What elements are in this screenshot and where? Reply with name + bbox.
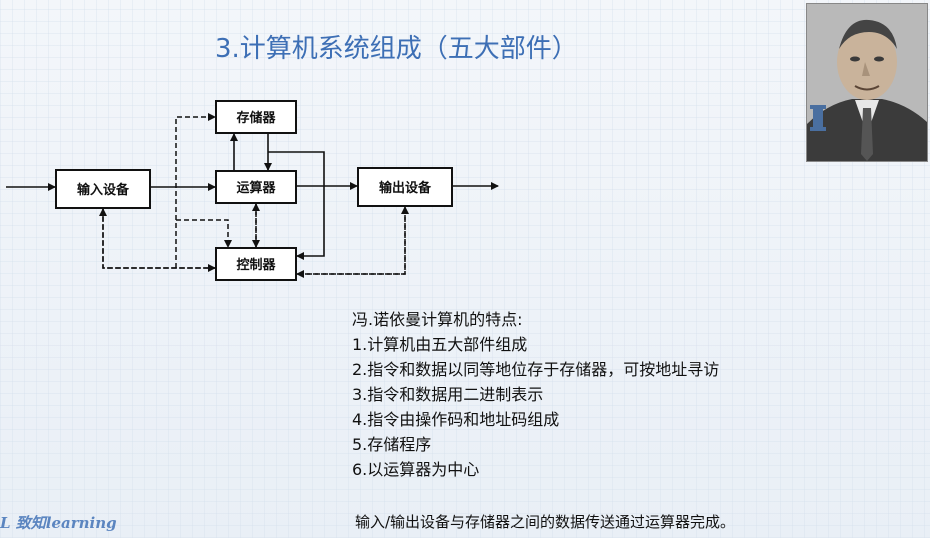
portrait-illustration (807, 4, 927, 161)
feature-item: 4.指令由操作码和地址码组成 (352, 407, 822, 432)
output-device-box: 输出设备 (358, 168, 452, 206)
feature-item: 3.指令和数据用二进制表示 (352, 382, 822, 407)
alu-box: 运算器 (216, 171, 296, 203)
control-unit-label: 控制器 (236, 257, 276, 273)
brand-logo: L 致知learning (0, 512, 170, 533)
feature-item: 2.指令和数据以同等地位存于存储器，可按地址寻访 (352, 357, 822, 382)
output-device-label: 输出设备 (379, 180, 432, 196)
feature-item: 1.计算机由五大部件组成 (352, 332, 822, 357)
von-neumann-features: 冯.诺依曼计算机的特点: 1.计算机由五大部件组成 2.指令和数据以同等地位存于… (352, 307, 822, 482)
input-device-label: 输入设备 (77, 182, 130, 198)
input-device-box: 输入设备 (56, 170, 150, 208)
feature-item: 6.以运算器为中心 (352, 457, 822, 482)
memory-label: 存储器 (236, 110, 276, 126)
computer-architecture-diagram: 存储器 输入设备 运算器 输出设备 控制器 (0, 90, 520, 290)
feature-item: 5.存储程序 (352, 432, 822, 457)
memory-box: 存储器 (216, 101, 296, 133)
features-heading: 冯.诺依曼计算机的特点: (352, 307, 822, 332)
alu-label: 运算器 (236, 180, 276, 196)
control-unit-box: 控制器 (216, 248, 296, 280)
slide-title: 3.计算机系统组成（五大部件） (215, 28, 635, 65)
portrait-photo (806, 3, 928, 162)
footer-note: 输入/输出设备与存储器之间的数据传送通过运算器完成。 (355, 511, 915, 532)
